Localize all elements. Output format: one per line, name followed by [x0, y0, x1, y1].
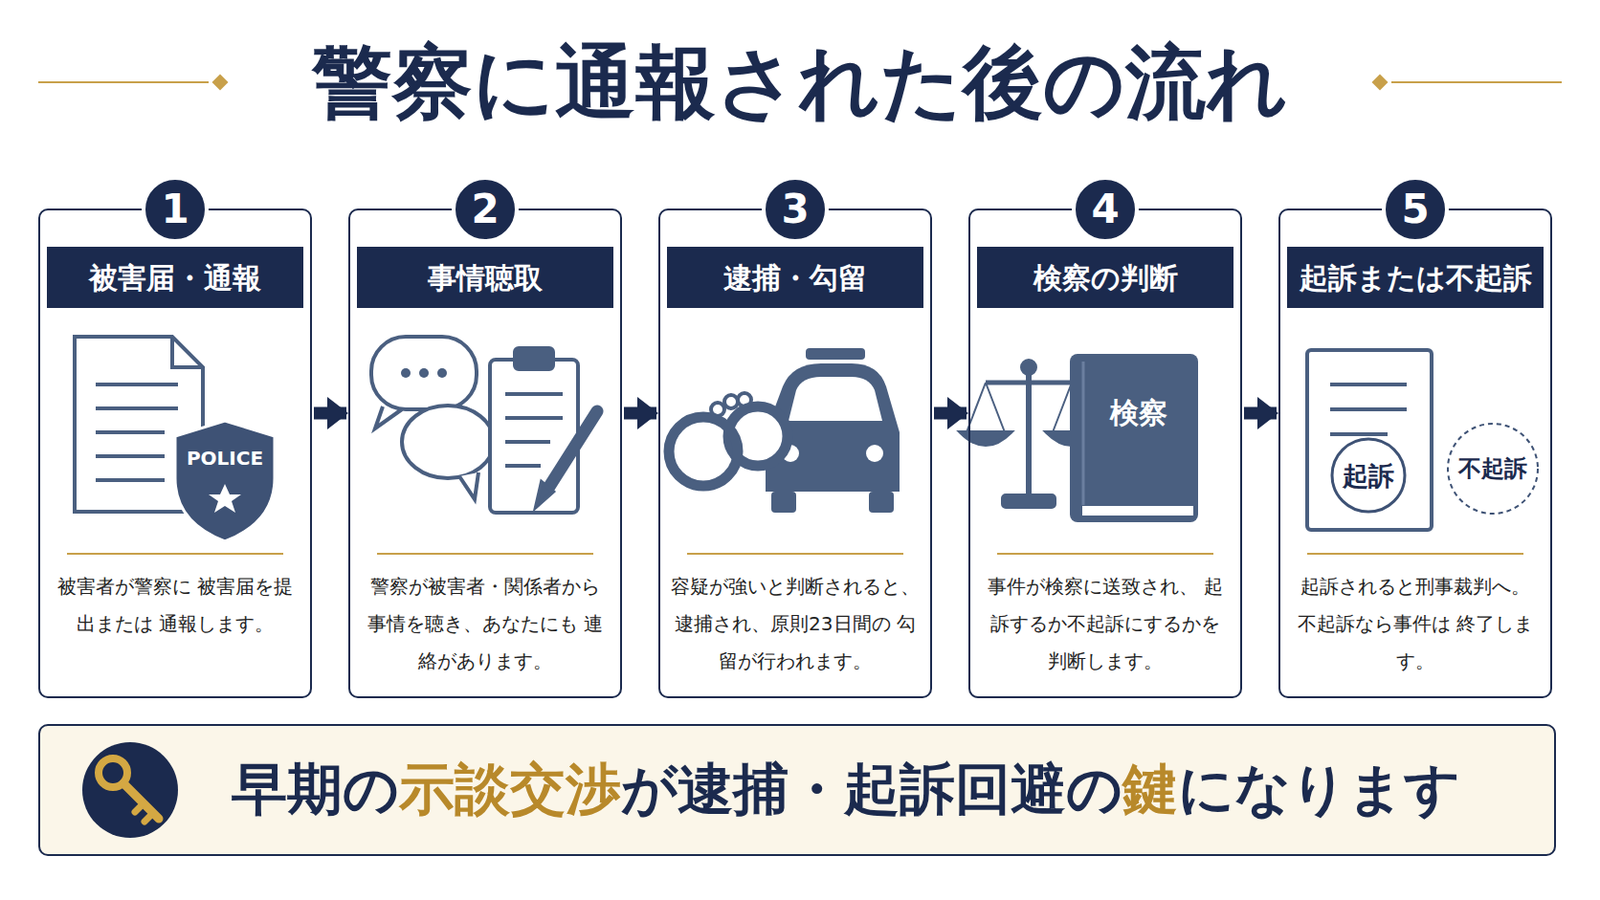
message-part: が逮捕・起訴回避の	[621, 756, 1123, 823]
key-icon	[82, 742, 178, 839]
step-title: 起訴または不起訴	[1299, 262, 1533, 294]
step-card: 1被害届・通報被害者が警察に 被害届を提出または 通報します。	[38, 208, 312, 699]
step-header: 起訴または不起訴	[1287, 246, 1544, 309]
step-number: 2	[451, 176, 519, 244]
decision-icon	[1307, 350, 1538, 531]
divider-line	[377, 553, 594, 556]
flow-arrow	[933, 407, 967, 421]
flow-arrow	[1244, 407, 1277, 421]
step-card: 4検察の判断事件が検察に送致され、 起訴するか不起訴にするかを 判断します。	[968, 208, 1243, 699]
book-label: 検察	[1110, 399, 1168, 428]
step-title: 事情聴取	[427, 262, 543, 294]
step-title: 検察の判断	[1033, 262, 1178, 294]
step-description: 被害者が警察に 被害届を提出または 通報します。	[49, 568, 301, 644]
highlight-text: 鍵	[1122, 756, 1178, 823]
step-description: 事件が検察に送致され、 起訴するか不起訴にするかを 判断します。	[979, 568, 1231, 681]
step-description: 容疑が強いと判断されると、 逮捕され、原則23日間の 勾留が行われます。	[669, 568, 921, 681]
step-number-text: 1	[160, 189, 189, 230]
step-card: 5起訴または不起訴起訴されると刑事裁判へ。 不起訴なら事件は 終了します。	[1278, 208, 1553, 699]
step-number: 4	[1071, 176, 1139, 244]
hearing-icon	[371, 336, 598, 513]
diagram-title: 警察に通報された後の流れ	[0, 42, 1600, 123]
step-header: 被害届・通報	[46, 246, 304, 309]
prosecution-icon	[960, 354, 1199, 523]
step-card: 2事情聴取警察が被害者・関係者から 事情を聴き、あなたにも 連絡があります。	[348, 208, 623, 699]
step-number-text: 2	[470, 189, 499, 230]
arrest-icon	[668, 348, 900, 513]
divider-line	[1307, 553, 1524, 556]
step-header: 逮捕・勾留	[666, 246, 924, 309]
shield-label: POLICE	[186, 448, 264, 468]
stamp-label: 起訴	[1342, 463, 1395, 489]
step-title: 被害届・通報	[88, 262, 262, 294]
divider-line	[687, 553, 904, 556]
step-number-text: 4	[1090, 189, 1119, 230]
step-header: 検察の判断	[977, 246, 1234, 309]
step-number: 3	[761, 176, 829, 244]
divider-line	[66, 553, 284, 556]
step-description: 起訴されると刑事裁判へ。 不起訴なら事件は 終了します。	[1289, 568, 1541, 681]
step-description: 警察が被害者・関係者から 事情を聴き、あなたにも 連絡があります。	[359, 568, 611, 681]
message-part: になります	[1177, 756, 1461, 823]
step-number: 5	[1381, 176, 1449, 244]
stamp-label: 不起訴	[1458, 457, 1528, 481]
highlight-text: 示談交渉	[399, 756, 622, 823]
flow-arrow	[623, 407, 657, 421]
key-banner: 早期の示談交渉が逮捕・起訴回避の鍵になります	[38, 724, 1556, 857]
banner-message: 早期の示談交渉が逮捕・起訴回避の鍵になります	[231, 759, 1461, 822]
step-number-text: 3	[780, 189, 809, 230]
report-icon	[74, 336, 275, 542]
divider-line	[997, 553, 1214, 556]
flow-arrow	[313, 407, 347, 421]
message-part: 早期の	[231, 756, 400, 823]
step-header: 事情聴取	[356, 246, 614, 309]
step-number: 1	[141, 176, 209, 244]
step-number-text: 5	[1400, 189, 1429, 230]
step-title: 逮捕・勾留	[723, 262, 867, 294]
banner-ground	[39, 725, 1556, 856]
step-card: 3逮捕・勾留容疑が強いと判断されると、 逮捕され、原則23日間の 勾留が行われま…	[658, 208, 933, 699]
